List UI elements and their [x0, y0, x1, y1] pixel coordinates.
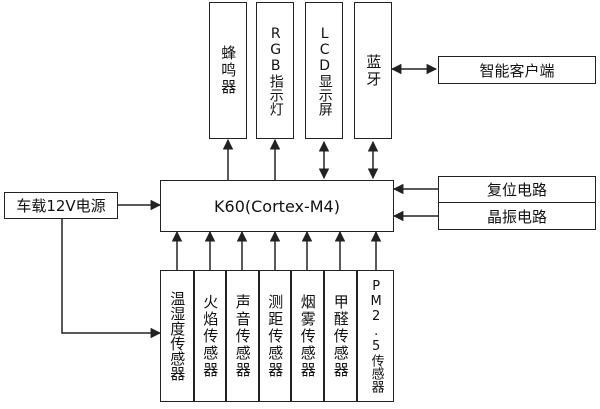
smoke-sensor-label: 烟雾传感器: [298, 293, 317, 379]
mcu-label: K60(Cortex-M4): [214, 196, 340, 216]
buzzer-box: 蜂鸣器: [209, 2, 247, 139]
formaldehyde-sensor-label: 甲醛传感器: [331, 293, 350, 379]
smart-client-box: 智能客户端: [438, 56, 596, 84]
bluetooth-label: 蓝牙: [364, 53, 383, 88]
power-label: 车载12V电源: [16, 197, 106, 215]
smart-client-label: 智能客户端: [479, 61, 555, 80]
sound-sensor-box: 声音传感器: [226, 270, 259, 402]
pm25-sensor-box: PM2.5传感器: [357, 270, 394, 402]
temp-humidity-sensor-box: 温湿度传感器: [160, 270, 194, 402]
formaldehyde-sensor-box: 甲醛传感器: [324, 270, 357, 402]
rgb-led-label: RGB指示灯: [267, 25, 284, 116]
bluetooth-box: 蓝牙: [354, 2, 392, 139]
smoke-sensor-box: 烟雾传感器: [291, 270, 324, 402]
temp-humidity-sensor-label: 温湿度传感器: [168, 291, 187, 381]
power-box: 车载12V电源: [4, 192, 118, 219]
reset-circuit-box: 复位电路: [438, 176, 596, 203]
flame-sensor-label: 火焰传感器: [201, 293, 220, 379]
sound-sensor-label: 声音传感器: [233, 293, 252, 379]
flame-sensor-box: 火焰传感器: [194, 270, 226, 402]
crystal-circuit-box: 晶振电路: [438, 202, 596, 230]
mcu-box: K60(Cortex-M4): [160, 180, 394, 232]
lcd-box: LCD显示屏: [305, 2, 343, 139]
buzzer-label: 蜂鸣器: [219, 45, 238, 96]
distance-sensor-label: 测距传感器: [266, 293, 285, 379]
distance-sensor-box: 测距传感器: [259, 270, 291, 402]
rgb-led-box: RGB指示灯: [256, 2, 294, 139]
reset-circuit-label: 复位电路: [486, 181, 547, 199]
pm25-sensor-label: PM2.5传感器: [368, 279, 384, 393]
crystal-circuit-label: 晶振电路: [486, 207, 547, 226]
lcd-label: LCD显示屏: [316, 25, 333, 116]
arrow-power-to-sensors: [61, 219, 162, 339]
